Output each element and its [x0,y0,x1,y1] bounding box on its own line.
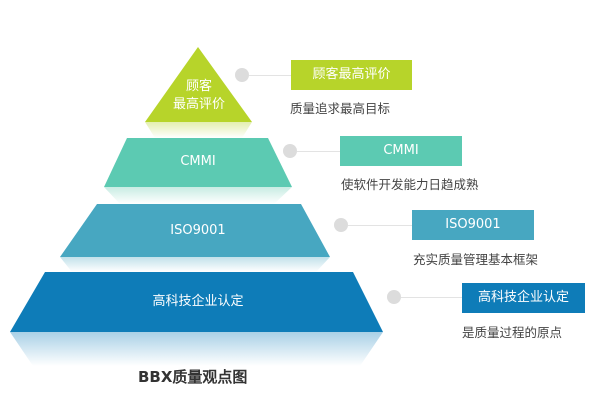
tier-2-connector-line [348,225,412,226]
tier-0-label-line-1: 顾客 [185,79,212,94]
diagram-title: BBX质量观点图 [138,368,248,386]
tier-3-tag: 高科技企业认定 [462,283,585,313]
tier-1-connector-line [297,151,340,152]
tier-2-description: 充实质量管理基本框架 [413,252,539,267]
tier-0-label-line-2: 最高评价 [172,97,225,112]
tier-2-label-line-1: ISO9001 [170,223,226,238]
tier-0-shape [145,47,252,122]
tier-1-reflection [104,187,292,204]
tier-3-description: 是质量过程的原点 [462,325,563,340]
tier-3-connector-dot [387,290,401,304]
tier-0-tag: 顾客最高评价 [291,60,412,90]
tier-0-description: 质量追求最高目标 [290,101,391,116]
tier-2-shape [60,204,330,257]
tier-1-description: 使软件开发能力日趋成熟 [341,177,479,192]
tier-1-shape [104,138,292,187]
tier-3-reflection [10,332,383,366]
tier-1-tag: CMMI [340,136,462,166]
tier-3-connector-line [401,297,463,298]
tier-2-connector-dot [334,218,348,232]
tier-2-tag: ISO9001 [412,210,534,240]
tier-3-label-line-1: 高科技企业认定 [152,294,244,309]
tier-2-label: ISO9001 [130,222,266,240]
tier-0-connector-line [249,75,291,76]
tier-0-reflection [145,122,252,138]
tier-1-connector-dot [283,144,297,158]
tier-0-label: 顾客 最高评价 [163,78,235,114]
tier-0-connector-dot [235,68,249,82]
tier-1-label: CMMI [140,153,256,171]
tier-1-label-line-1: CMMI [180,154,216,169]
tier-2-reflection [60,257,330,272]
tier-3-label: 高科技企业认定 [110,293,286,311]
tier-3-shape [10,272,383,332]
